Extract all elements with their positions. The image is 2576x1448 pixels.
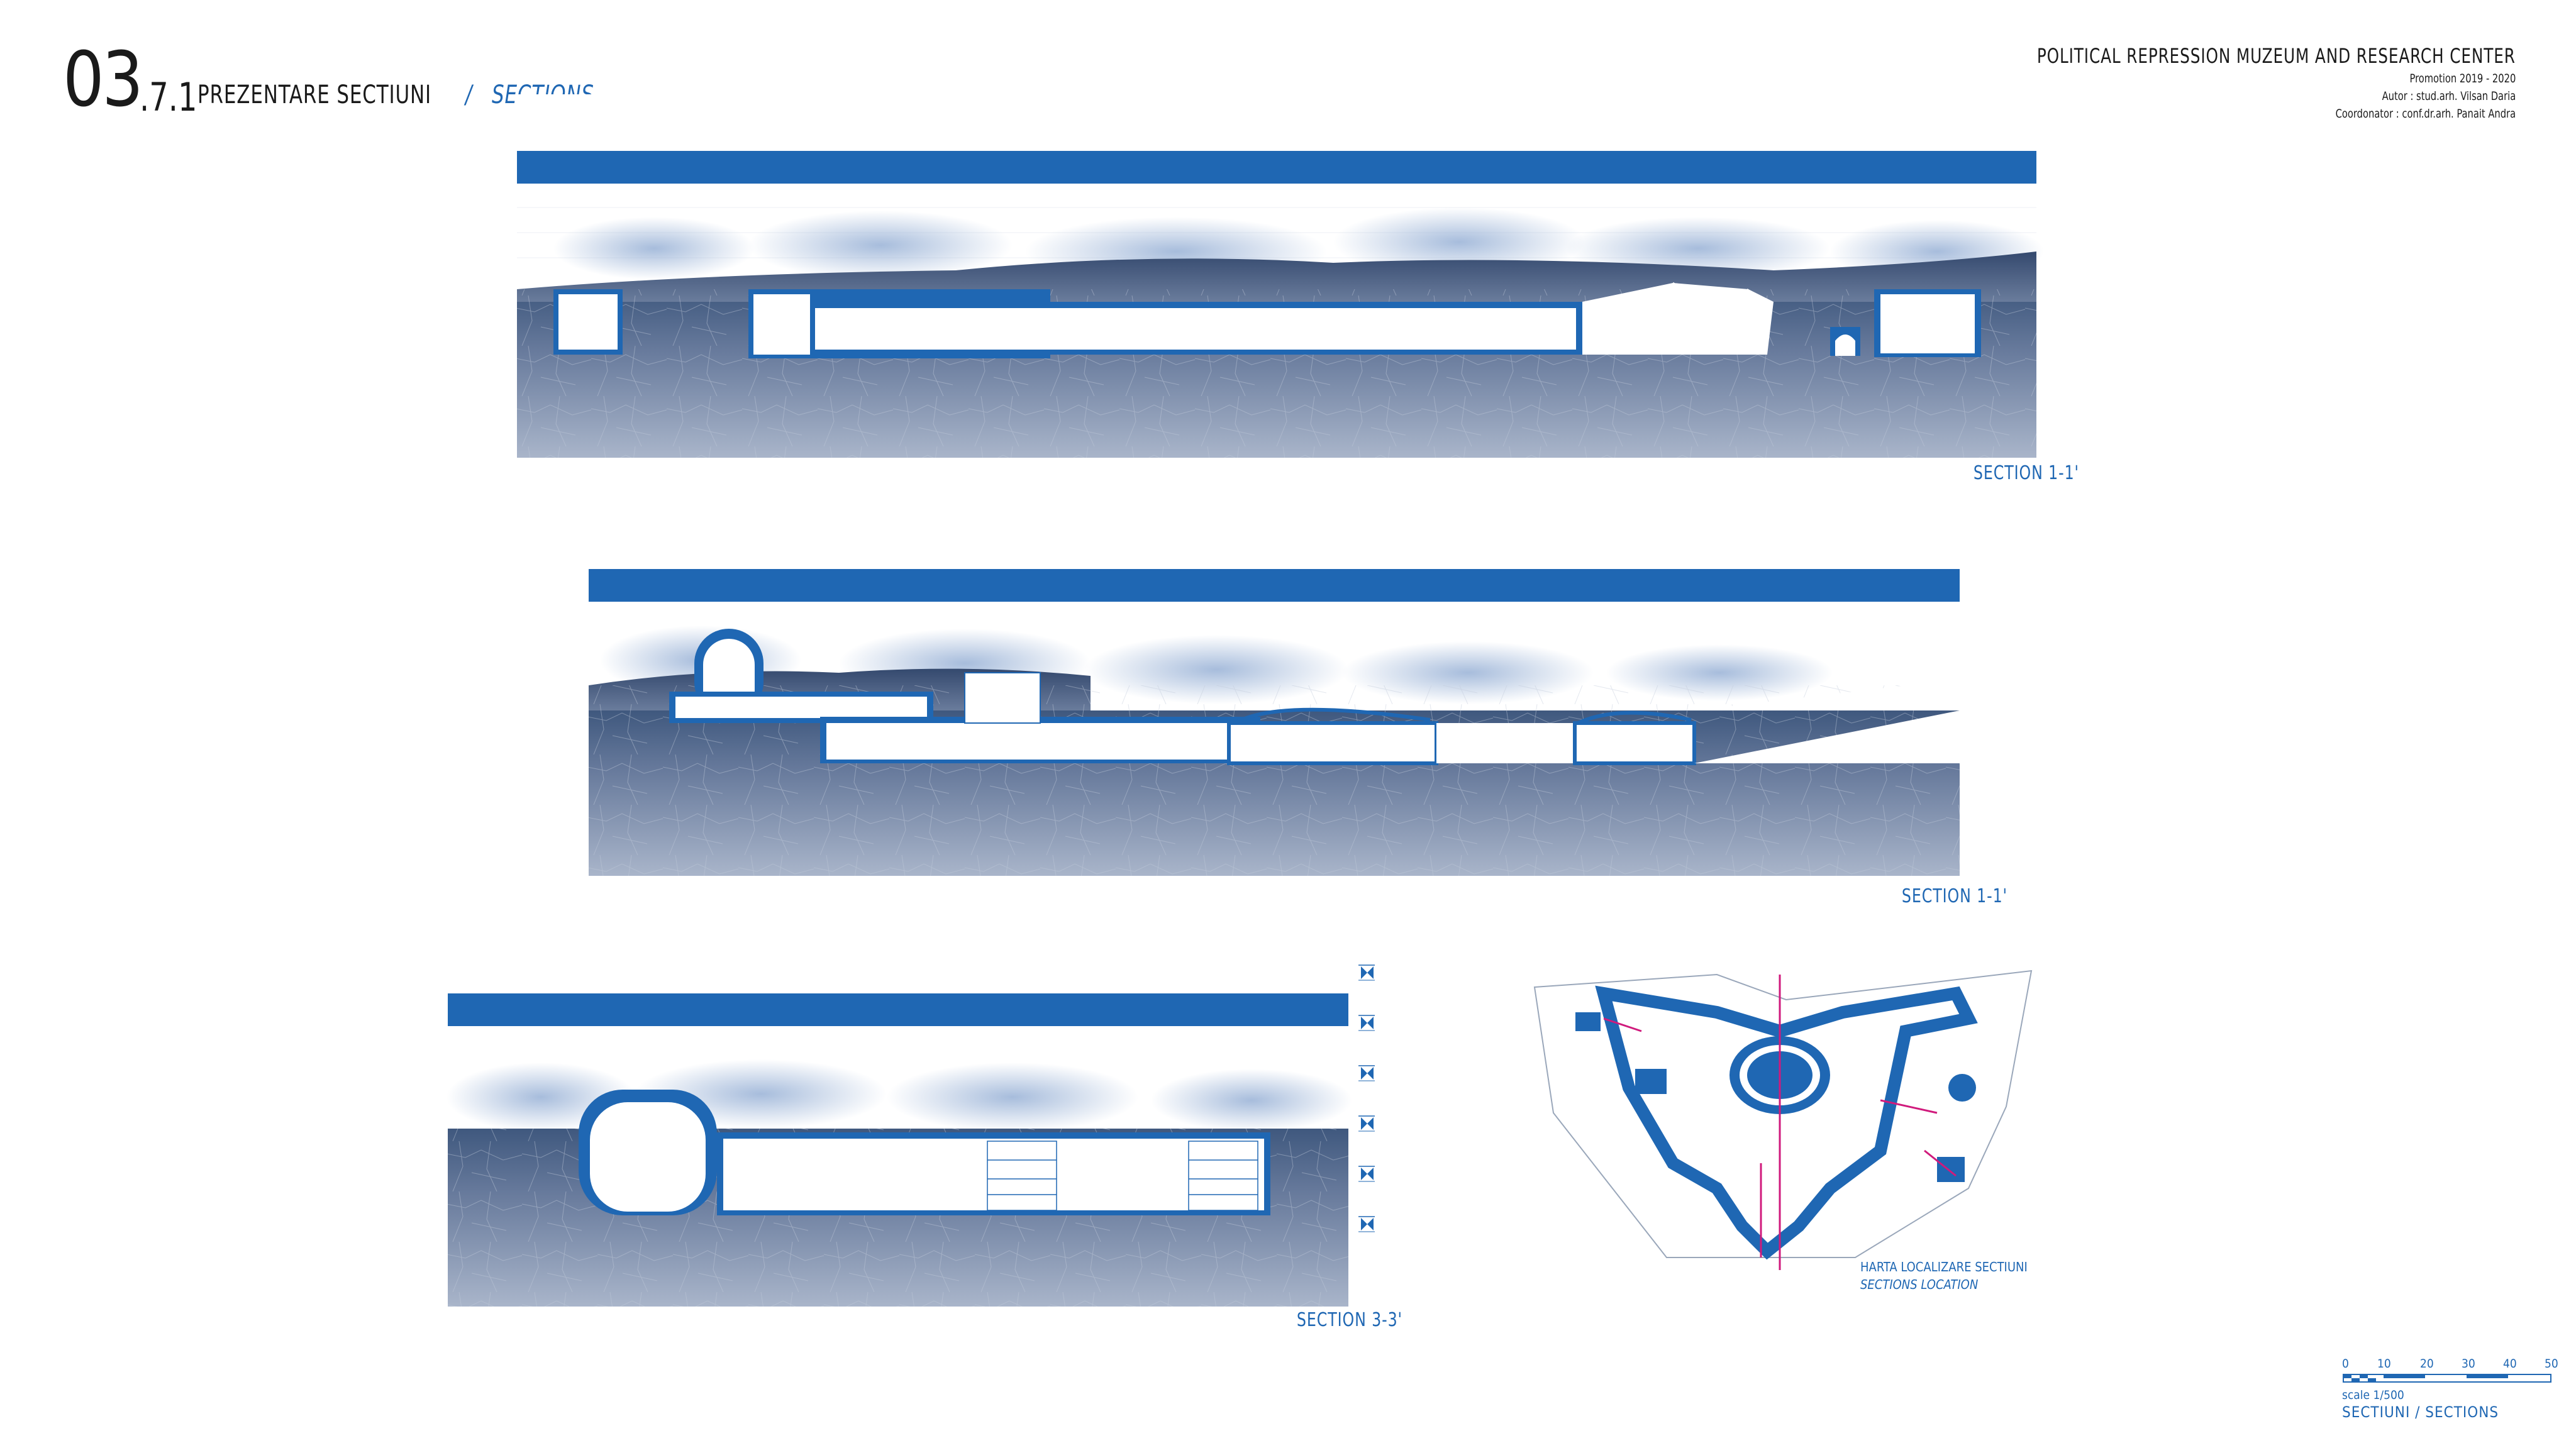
location-map-caption-ro: HARTA LOCALIZARE SECTIUNI — [1860, 1259, 2028, 1274]
scale-tick-40: 40 — [2503, 1357, 2517, 1371]
section-1-roof-band — [517, 151, 2036, 184]
project-author: Autor : stud.arh. Vilsan Daria — [2382, 89, 2516, 103]
section-2-caption: SECTION 1-1' — [1901, 885, 2007, 907]
scale-tick-50: 50 — [2545, 1357, 2558, 1371]
location-map-caption-en: SECTIONS LOCATION — [1860, 1277, 1979, 1292]
scale-bar-graphic — [2343, 1374, 2551, 1383]
scale-tick-labels: 0 10 20 30 40 50 — [2342, 1357, 2558, 1371]
project-coordinator: Coordonator : conf.dr.arh. Panait Andra — [2335, 107, 2516, 121]
section-2-drawing — [589, 569, 1960, 876]
location-map — [1533, 970, 2033, 1270]
scale-ratio: scale 1/500 — [2342, 1388, 2404, 1402]
scale-bar: 0 10 20 30 40 50 scale 1/500 SECTIUNI / … — [2342, 1357, 2568, 1432]
section-1-building — [553, 282, 1981, 358]
location-map-caption: HARTA LOCALIZARE SECTIUNI SECTIONS LOCAT… — [1860, 1259, 2028, 1292]
scale-tick-0: 0 — [2342, 1357, 2349, 1371]
sheet-subnumber: .7.1 — [140, 74, 197, 120]
section-3-building — [579, 1090, 1270, 1215]
project-name: POLITICAL REPRESSION MUZEUM AND RESEARCH… — [2037, 44, 2516, 68]
section-2-building — [669, 629, 1960, 765]
sheet-title-ro: PREZENTARE SECTIUNI — [197, 80, 431, 109]
sheet-number: 03 — [63, 36, 143, 124]
scale-tick-30: 30 — [2462, 1357, 2475, 1371]
scale-label: SECTIUNI / SECTIONS — [2342, 1403, 2499, 1421]
project-info: POLITICAL REPRESSION MUZEUM AND RESEARCH… — [1761, 44, 2516, 132]
section-2-roof-band — [589, 569, 1960, 602]
scale-tick-10: 10 — [2377, 1357, 2391, 1371]
section-1-drawing — [516, 94, 2044, 459]
scale-tick-20: 20 — [2420, 1357, 2434, 1371]
sheet-title-separator: / — [465, 80, 473, 109]
section-3-level-marks — [1358, 964, 1375, 1232]
section-3-caption: SECTION 3-3' — [1296, 1309, 1402, 1331]
project-promotion: Promotion 2019 - 2020 — [2409, 72, 2516, 86]
section-3-roof-band — [448, 993, 1348, 1026]
section-3-drawing — [447, 964, 1375, 1307]
section-1-caption: SECTION 1-1' — [1973, 462, 2079, 484]
